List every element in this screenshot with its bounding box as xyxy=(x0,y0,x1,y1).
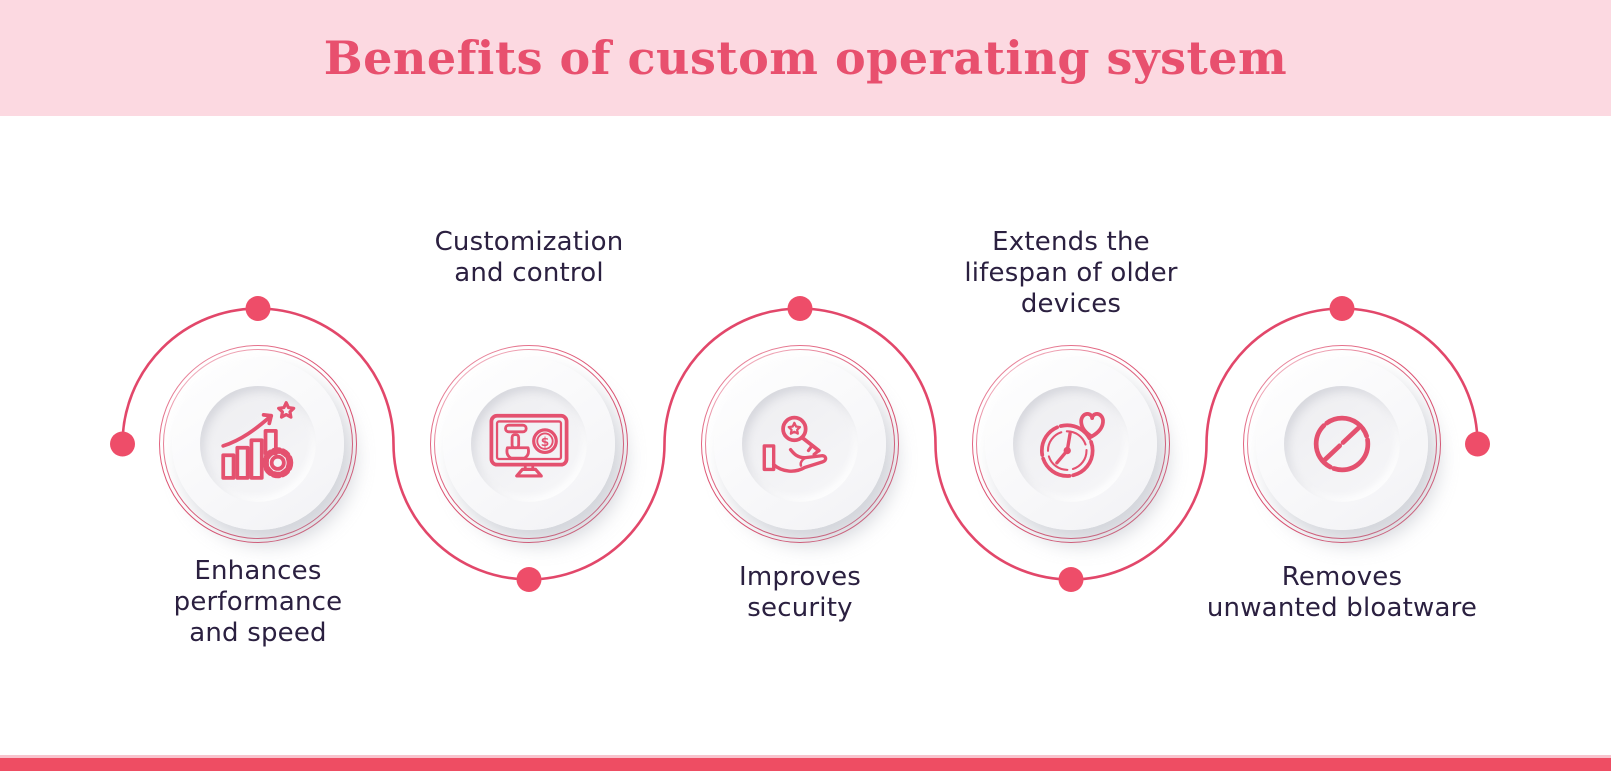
outer-ring xyxy=(159,345,357,543)
inner-ring xyxy=(1247,349,1437,539)
outer-ring xyxy=(1243,345,1441,543)
inner-ring xyxy=(705,349,895,539)
inner-ring xyxy=(434,349,624,539)
milestone-dot-2 xyxy=(516,567,542,592)
step-circle-3 xyxy=(701,345,899,543)
dollar-glyph: $ xyxy=(541,435,550,449)
bottom-accent-bar xyxy=(0,758,1611,771)
performance-growth-icon xyxy=(221,401,296,480)
clock-heart-icon xyxy=(1039,412,1105,478)
monitor-customize-icon: $ xyxy=(489,413,569,478)
step-label-1: Enhances performance and speed xyxy=(173,556,343,648)
milestone-dot-3 xyxy=(787,296,813,321)
step-label-4: Extends the lifespan of older devices xyxy=(964,227,1178,319)
page-title: Benefits of custom operating system xyxy=(323,31,1288,85)
header-band: Benefits of custom operating system xyxy=(0,0,1611,116)
step-circle-4 xyxy=(972,345,1170,543)
step-label-5: Removes unwanted bloatware xyxy=(1206,562,1478,623)
outer-ring xyxy=(972,345,1170,543)
inner-ring xyxy=(976,349,1166,539)
step-circle-2: $ xyxy=(430,345,628,543)
step-circle-1 xyxy=(159,345,357,543)
step-disc-inner: $ xyxy=(471,386,587,502)
step-disc xyxy=(714,358,886,530)
step-disc xyxy=(172,358,344,530)
step-disc-inner xyxy=(742,386,858,502)
step-disc-inner xyxy=(1013,386,1129,502)
step-label-2: Customization and control xyxy=(434,227,624,288)
step-label-3: Improves security xyxy=(738,562,862,623)
step-disc xyxy=(1256,358,1428,530)
inner-ring xyxy=(163,349,353,539)
end-dot xyxy=(1465,431,1490,457)
step-circle-5 xyxy=(1243,345,1441,543)
security-key-icon xyxy=(762,415,828,473)
outer-ring xyxy=(430,345,628,543)
milestone-dot-1 xyxy=(245,296,271,321)
step-disc xyxy=(985,358,1157,530)
milestone-dot-4 xyxy=(1058,567,1084,592)
outer-ring xyxy=(701,345,899,543)
step-disc-inner xyxy=(200,386,316,502)
step-disc-inner xyxy=(1284,386,1400,502)
milestone-dot-5 xyxy=(1329,296,1355,321)
bottom-bar-highlight xyxy=(0,755,1611,758)
no-bloatware-icon xyxy=(1313,415,1371,473)
start-dot xyxy=(110,431,135,457)
step-disc: $ xyxy=(443,358,615,530)
